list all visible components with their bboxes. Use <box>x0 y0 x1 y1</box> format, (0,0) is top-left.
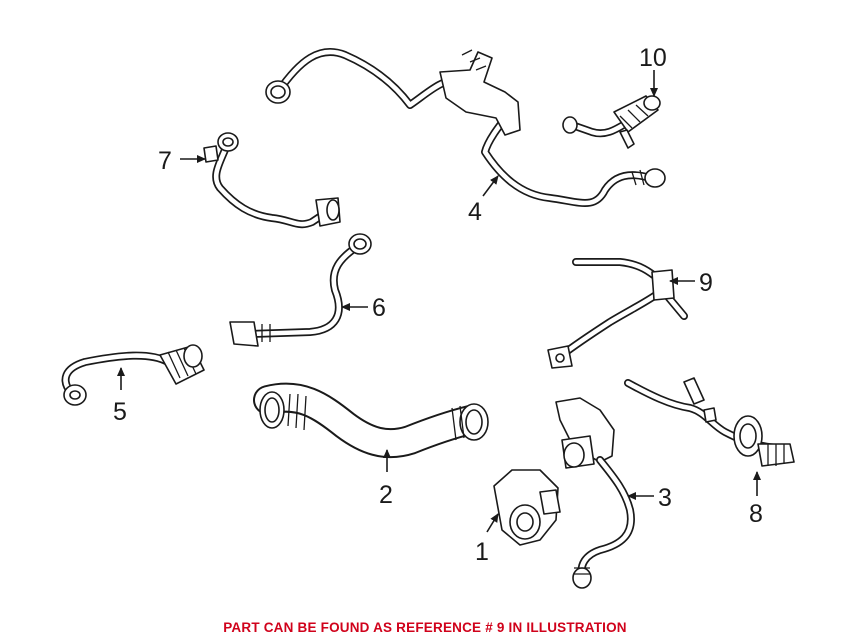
callout-7: 7 <box>158 147 172 175</box>
callout-10: 10 <box>639 44 667 72</box>
hose-part-6 <box>229 233 372 347</box>
hose-part-3 <box>555 397 635 589</box>
leader-1 <box>486 513 499 533</box>
callout-9: 9 <box>699 269 713 297</box>
pipe-part-9 <box>547 258 688 369</box>
hose-part-7 <box>203 132 341 229</box>
callout-6: 6 <box>372 294 386 322</box>
callout-2: 2 <box>379 481 393 509</box>
callout-1: 1 <box>475 538 489 566</box>
diagram-drawing: 1 2 3 4 5 6 7 8 9 10 <box>61 44 795 589</box>
housing-part-1 <box>493 469 561 546</box>
callout-8: 8 <box>749 500 763 528</box>
callout-4: 4 <box>468 198 482 226</box>
leader-4 <box>482 175 499 197</box>
hose-part-10 <box>562 95 661 149</box>
callout-5: 5 <box>113 398 127 426</box>
hose-part-8 <box>624 377 795 467</box>
hose-part-2 <box>253 382 489 459</box>
callout-3: 3 <box>658 484 672 512</box>
hose-part-5 <box>61 344 205 406</box>
footer-note: PART CAN BE FOUND AS REFERENCE # 9 IN IL… <box>223 620 627 635</box>
hose-part-4 <box>265 47 666 207</box>
